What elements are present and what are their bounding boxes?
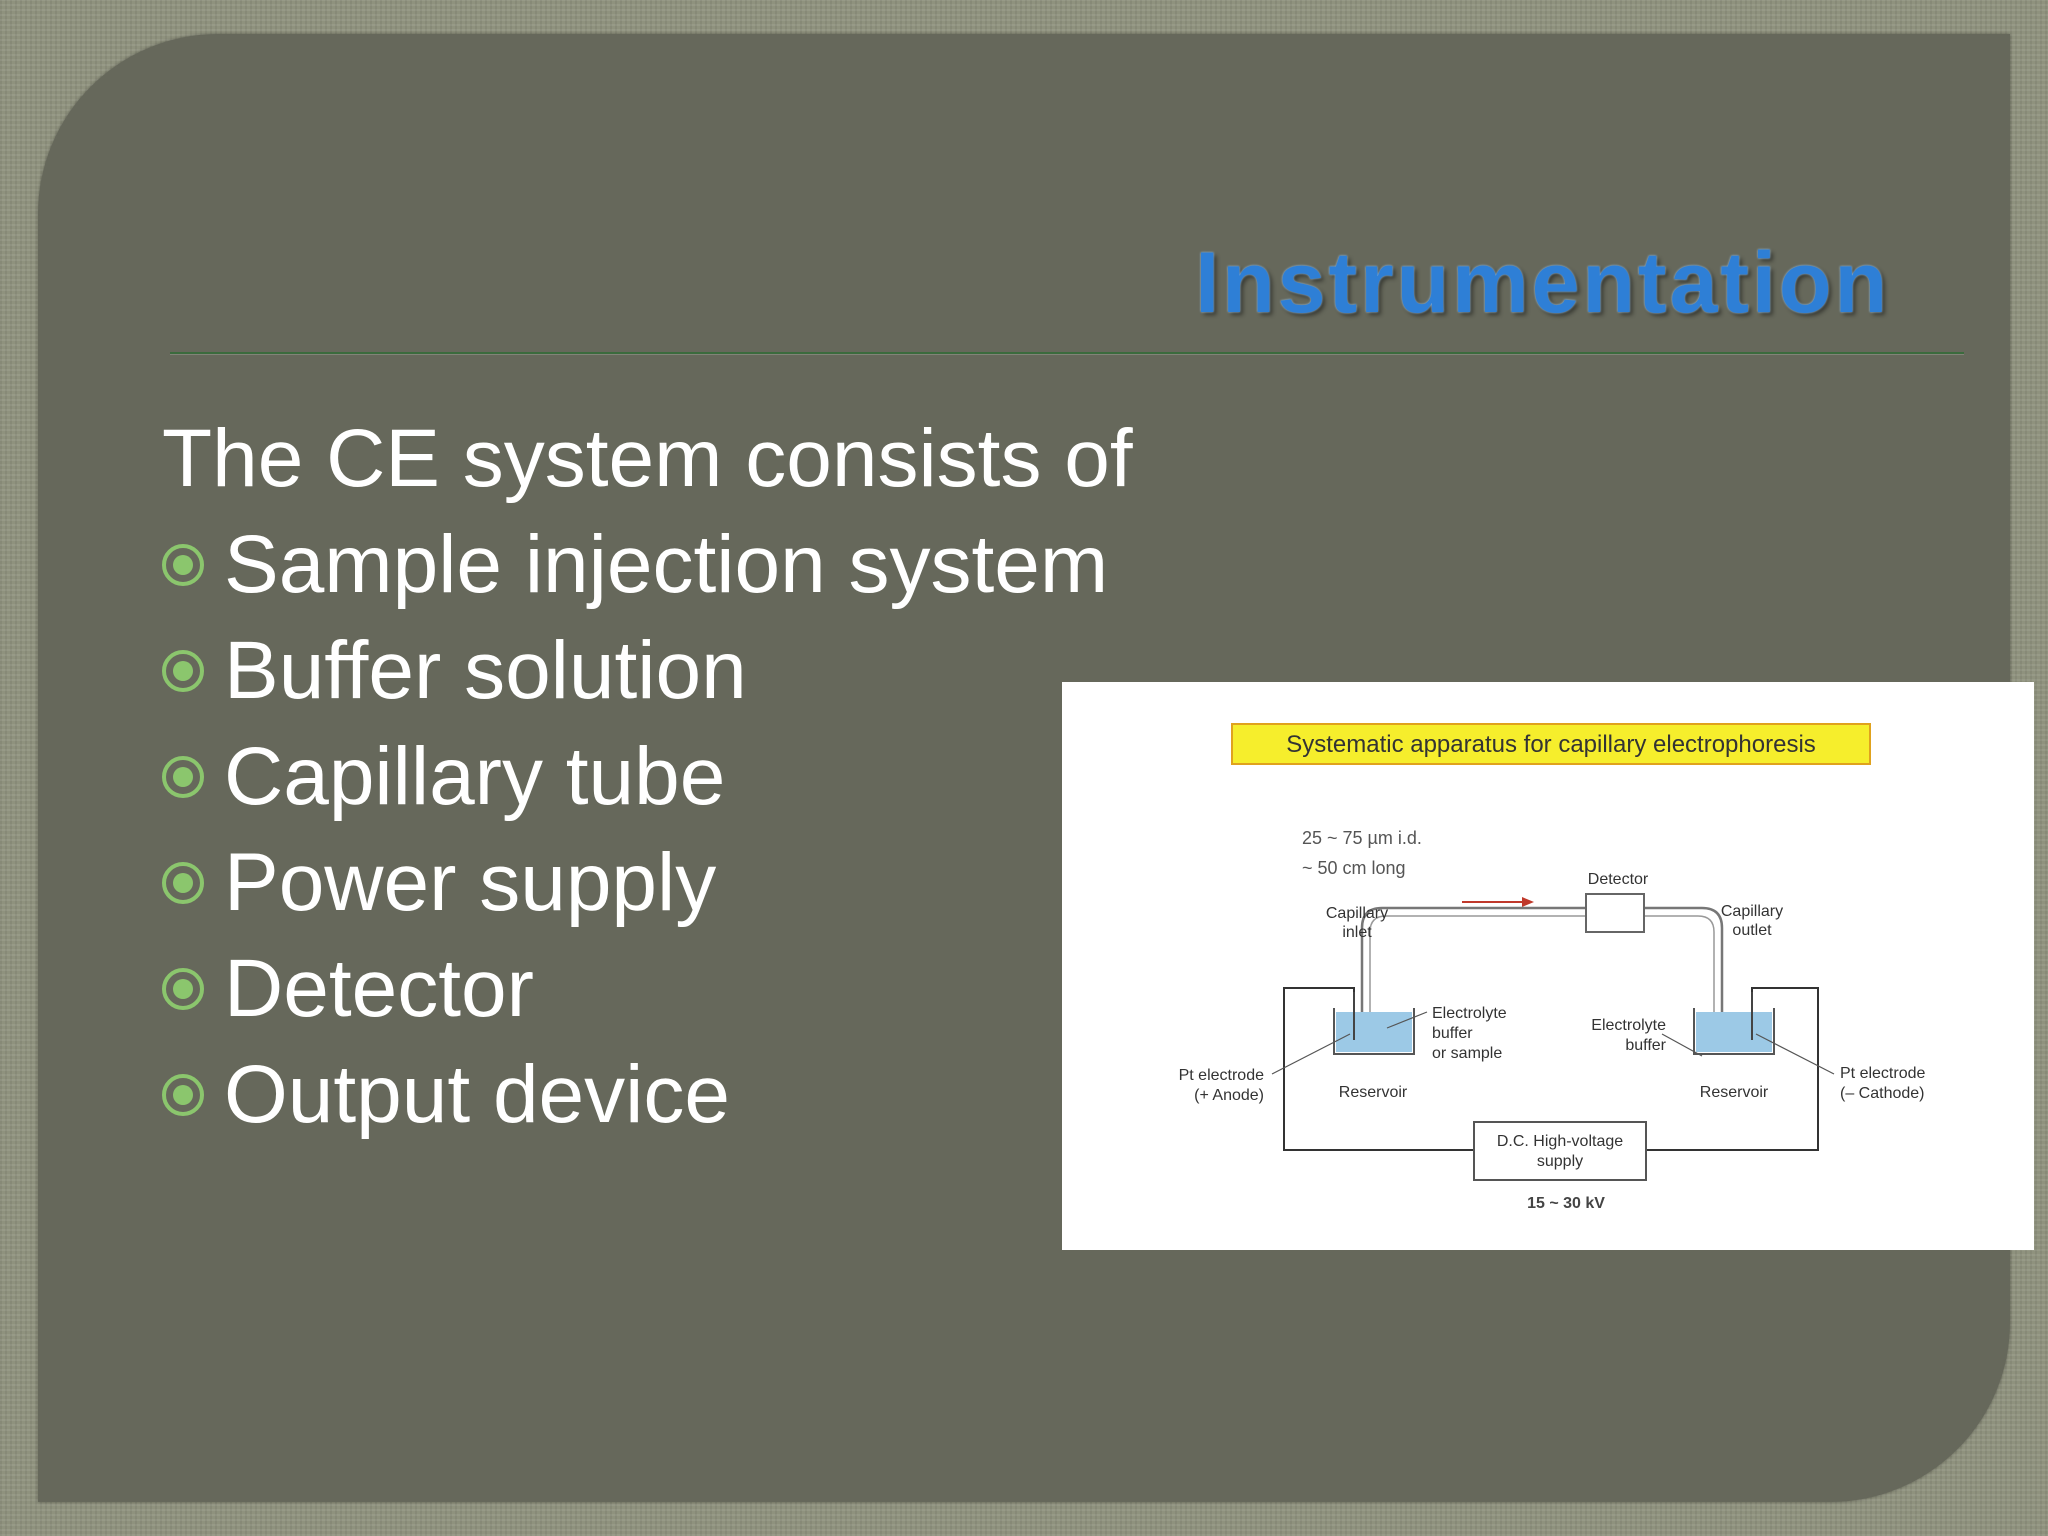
power-supply-box <box>1473 1121 1647 1181</box>
slide: Instrumentation The CE system consists o… <box>38 34 2034 1502</box>
cathode-label-line2: (– Cathode) <box>1840 1085 1925 1102</box>
bullet-text: Power supply <box>224 837 717 928</box>
outlet-label-line2: outlet <box>1732 922 1772 939</box>
left-buffer-label-line1: Electrolyte <box>1432 1005 1507 1022</box>
left-reservoir <box>1333 1008 1415 1055</box>
power-supply-label-line1: D.C. High-voltage <box>1497 1133 1623 1150</box>
list-item: Power supply <box>162 830 1133 936</box>
left-buffer-liquid <box>1336 1012 1412 1052</box>
left-buffer-pointer <box>1386 1011 1428 1029</box>
bullet-list: Sample injection system Buffer solution … <box>162 512 1133 1148</box>
title-divider <box>170 352 1964 354</box>
anode-label-line1: Pt electrode <box>1179 1067 1264 1084</box>
bullet-text: Output device <box>224 1049 730 1140</box>
cathode-wire <box>1646 987 1819 1151</box>
left-buffer-label-line3: or sample <box>1432 1045 1502 1062</box>
ce-apparatus-figure: Systematic apparatus for capillary elect… <box>1062 682 2034 1250</box>
left-reservoir-label: Reservoir <box>1339 1084 1408 1101</box>
circle-bullet-icon <box>162 1074 204 1116</box>
right-buffer-pointer <box>1661 1033 1703 1057</box>
slide-content: The CE system consists of Sample injecti… <box>162 406 1133 1148</box>
right-reservoir-label: Reservoir <box>1700 1084 1769 1101</box>
capillary-tube-outer <box>1360 906 1724 1027</box>
list-item: Sample injection system <box>162 512 1133 618</box>
anode-wire <box>1283 987 1474 1151</box>
capillary-tube-inner <box>1369 915 1715 1027</box>
inlet-label-line2: inlet <box>1342 924 1372 941</box>
slide-title: Instrumentation <box>1195 235 1890 331</box>
circle-bullet-icon <box>162 756 204 798</box>
bullet-text: Buffer solution <box>224 625 747 716</box>
cathode-pointer <box>1755 1033 1835 1075</box>
circle-bullet-icon <box>162 862 204 904</box>
left-buffer-label-line2: buffer <box>1432 1025 1473 1042</box>
right-buffer-label-line2: buffer <box>1625 1037 1666 1054</box>
capillary-length-label: ~ 50 cm long <box>1302 858 1406 878</box>
caption-box <box>1231 723 1871 765</box>
bullet-text: Capillary tube <box>224 731 726 822</box>
anode-label-line2: (+ Anode) <box>1194 1087 1264 1104</box>
cathode-label-line1: Pt electrode <box>1840 1065 1925 1082</box>
diagram-caption: Systematic apparatus for capillary elect… <box>1286 731 1816 758</box>
right-reservoir <box>1693 1008 1775 1055</box>
list-item: Buffer solution <box>162 618 1133 724</box>
list-item: Capillary tube <box>162 724 1133 830</box>
circle-bullet-icon <box>162 650 204 692</box>
list-item: Output device <box>162 1042 1133 1148</box>
circle-bullet-icon <box>162 968 204 1010</box>
bullet-text: Sample injection system <box>224 519 1109 610</box>
bullet-text: Detector <box>224 943 534 1034</box>
detector-label: Detector <box>1588 871 1649 888</box>
voltage-label: 15 ~ 30 kV <box>1527 1195 1605 1212</box>
circle-bullet-icon <box>162 544 204 586</box>
outlet-label-line1: Capillary <box>1721 903 1783 920</box>
list-item: Detector <box>162 936 1133 1042</box>
right-buffer-liquid <box>1696 1012 1772 1052</box>
capillary-diameter-label: 25 ~ 75 µm i.d. <box>1302 828 1422 848</box>
right-buffer-label-line1: Electrolyte <box>1591 1017 1666 1034</box>
anode-pointer <box>1271 1033 1351 1075</box>
ce-apparatus-diagram: Systematic apparatus for capillary elect… <box>1179 723 1925 1212</box>
inlet-label-line1: Capillary <box>1326 905 1388 922</box>
power-supply-label-line2: supply <box>1537 1153 1583 1170</box>
intro-text: The CE system consists of <box>162 413 1133 504</box>
detector-box <box>1585 893 1645 933</box>
flow-arrow-icon <box>1522 897 1534 907</box>
